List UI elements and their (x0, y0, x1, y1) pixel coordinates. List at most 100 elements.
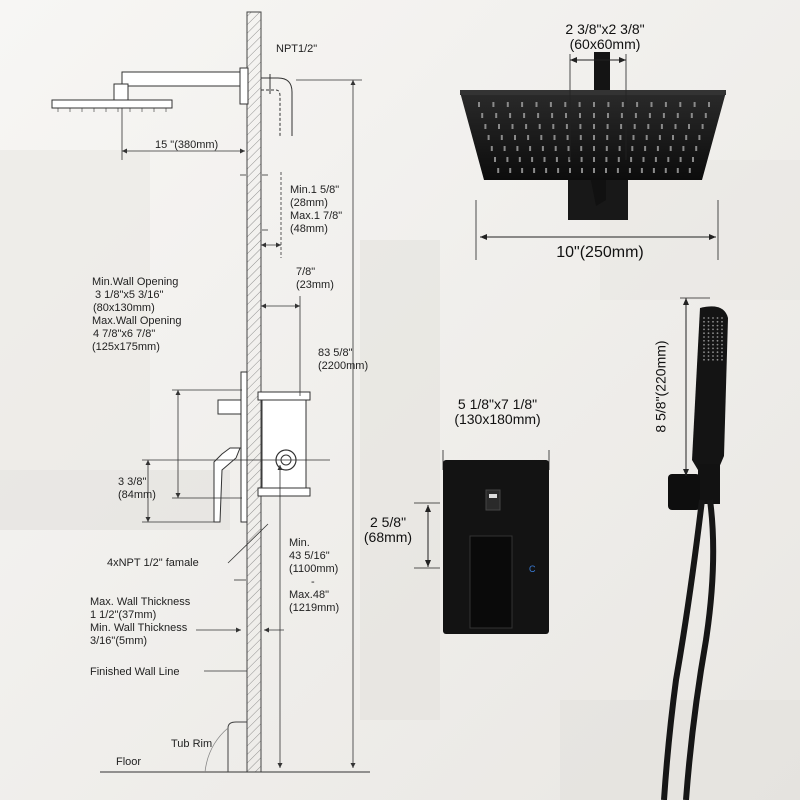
hand-shower-nozzle (712, 355, 714, 357)
hand-shower-nozzle (716, 336, 719, 338)
hand-shower-nozzle (712, 336, 714, 338)
hand-shower-nozzle (707, 343, 710, 346)
valve-offset-label: 7/8" (23mm) (296, 266, 334, 291)
flange-size-label: 2 3/8"x2 3/8" (60x60mm) (565, 21, 645, 52)
nozzle (593, 113, 595, 118)
nozzle (644, 146, 647, 151)
nozzle (503, 146, 506, 151)
hand-shower-nozzle (721, 328, 723, 331)
hand-shower-nozzle (721, 339, 723, 342)
nozzle (551, 113, 554, 118)
installation-diagram (51, 11, 370, 773)
hand-shower-nozzle (703, 351, 705, 354)
dimension-lines (121, 79, 362, 768)
tub-rim-label: Tub Rim (171, 738, 213, 750)
nozzle (631, 146, 634, 151)
hand-shower-nozzle (716, 320, 719, 323)
nozzle (535, 102, 538, 107)
hand-shower-nozzle (703, 332, 705, 335)
total-height-label: 83 5/8" (2200mm) (318, 347, 369, 372)
hand-shower-nozzle (721, 317, 723, 319)
npt-label: NPT1/2" (276, 43, 318, 55)
nozzle (509, 113, 512, 118)
nozzle (679, 102, 682, 107)
nozzle (688, 124, 690, 129)
nozzle (690, 113, 693, 118)
nozzle (652, 168, 655, 173)
nozzle (579, 113, 581, 118)
nozzle (605, 146, 608, 151)
nozzle (567, 146, 570, 151)
nozzle (494, 157, 496, 162)
hand-shower-nozzle (721, 347, 723, 350)
wall-opening-label: Min.Wall Opening 3 1/8"x5 3/16" (80x130m… (92, 276, 182, 353)
hand-shower-nozzle (721, 332, 723, 335)
hand-shower-nozzle (703, 336, 705, 338)
nozzle (650, 102, 653, 107)
nozzle (656, 146, 659, 151)
hand-shower-nozzle (712, 324, 714, 327)
nozzle (695, 146, 698, 151)
hand-shower-nozzle (703, 317, 705, 319)
nozzle (660, 124, 663, 129)
nozzle (698, 135, 701, 140)
nozzle (593, 157, 595, 162)
nozzle (674, 124, 677, 129)
hand-shower-nozzle (703, 358, 705, 361)
shower-head-width-label: 10"(250mm) (556, 244, 644, 261)
hand-shower-nozzle (716, 347, 719, 350)
nozzle (521, 168, 524, 173)
nozzle (593, 135, 595, 140)
nozzle (620, 113, 623, 118)
nozzle (704, 113, 707, 118)
nozzle (634, 113, 637, 118)
hand-shower-nozzle (712, 328, 714, 331)
nozzle (523, 113, 526, 118)
nozzle (516, 146, 519, 151)
nozzle (490, 146, 493, 151)
nozzle (498, 124, 500, 129)
nozzle (606, 124, 609, 129)
nozzle (545, 168, 548, 173)
nozzle (497, 168, 500, 173)
diverter-knob (485, 489, 501, 511)
shower-head-side (51, 67, 293, 136)
shower-head (460, 52, 726, 260)
nozzle (581, 168, 583, 173)
nozzle (692, 157, 694, 162)
nozzle (555, 157, 558, 162)
nozzle (552, 124, 555, 129)
nozzle (621, 102, 624, 107)
hand-shower-nozzle (703, 339, 705, 342)
hand-shower-nozzle (703, 355, 705, 357)
nozzle-grid (478, 102, 710, 173)
nozzle (667, 157, 670, 162)
nozzle (607, 102, 610, 107)
nozzle (543, 157, 546, 162)
nozzle (511, 124, 514, 129)
valve-height-label: 3 3/8" (84mm) (118, 476, 156, 501)
hand-shower-nozzle (712, 358, 714, 361)
hand-shower-nozzle (716, 324, 719, 327)
hand-shower-nozzle (707, 358, 710, 361)
hand-shower-nozzle (703, 347, 705, 350)
nozzle (630, 157, 633, 162)
nozzle (688, 168, 691, 173)
nozzle (492, 102, 495, 107)
nozzle (578, 102, 581, 107)
nozzle (616, 168, 619, 173)
hand-shower-nozzle (703, 324, 705, 327)
hand-shower-nozzle (707, 347, 710, 350)
hand-shower-nozzle (703, 328, 705, 331)
hand-shower-nozzle (703, 343, 705, 346)
hand-shower-nozzle (712, 347, 714, 350)
nozzle (682, 146, 685, 151)
nozzle (648, 113, 651, 118)
hand-shower-nozzle (712, 351, 714, 354)
nozzle (549, 102, 552, 107)
nozzle (553, 135, 556, 140)
nozzle (531, 157, 534, 162)
nozzle (619, 135, 622, 140)
nozzle (579, 135, 582, 140)
